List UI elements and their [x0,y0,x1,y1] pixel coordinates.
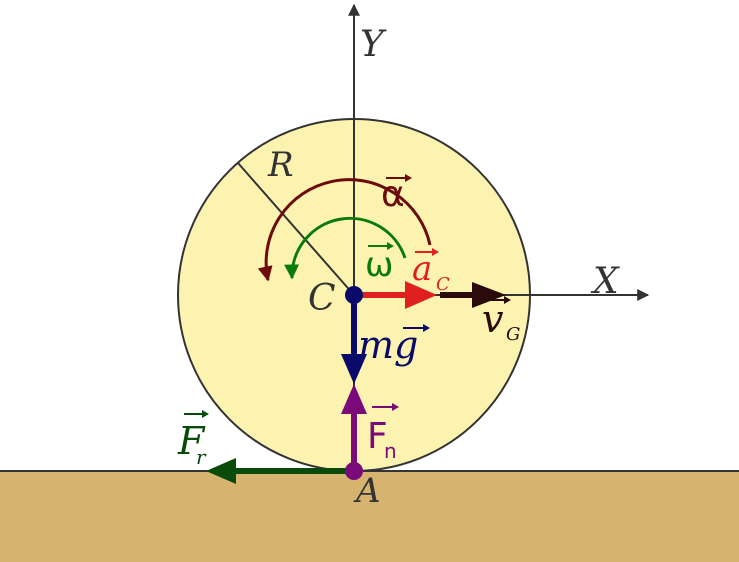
normal-arrowhead [341,384,367,414]
omega-vector-arrowhead [387,242,394,250]
normal-label: F [367,416,388,457]
gravity-arrowhead [341,354,367,384]
omega-arc [284,216,407,280]
normal-subscript: n [384,439,397,463]
alpha-arc [257,178,432,282]
radius-line [237,162,355,296]
radius-label: R [267,145,294,185]
friction-subscript: r [196,445,207,469]
velocity-label: v [482,297,504,341]
center-point [345,286,363,304]
alpha-label: α [381,174,405,215]
contact-point [345,462,363,480]
accel-subscript: C [436,274,450,295]
omega-label: ω [365,245,393,285]
center-label: C [308,278,336,319]
y-axis-label: Y [360,24,387,65]
accel-label: a [412,249,432,289]
alpha-vector-arrowhead [405,174,412,182]
ground [0,471,739,562]
friction-vector-arrowhead [202,410,209,418]
x-axis-label: X [590,261,620,302]
normal-vector-arrowhead [392,403,399,411]
velocity-arrowhead [472,282,506,308]
accel-arrowhead [405,281,437,309]
velocity-subscript: G [506,324,520,345]
friction-arrowhead [206,458,236,484]
contact-label: A [353,471,381,511]
velocity-vector-arrowhead [504,296,511,304]
gravity-vector-arrowhead [423,324,430,332]
gravity-label: mg [358,323,418,367]
accel-vector-arrowhead [432,248,439,256]
friction-label: F [177,419,206,463]
